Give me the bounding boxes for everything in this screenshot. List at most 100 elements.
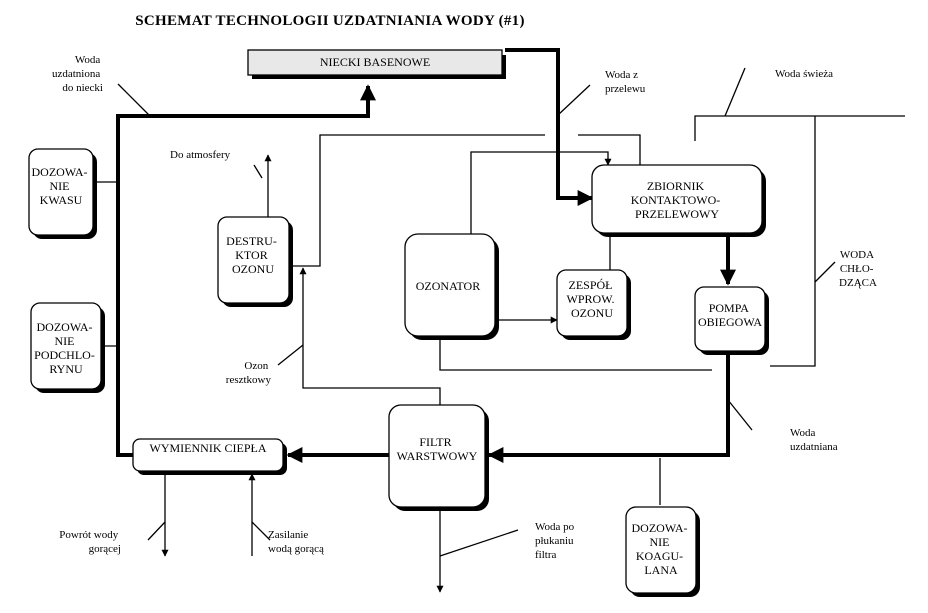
line-pump-to-filter [487,355,730,463]
svg-text:POMPA OBIEGOWA: POMPA OBIEGOWA [698,301,762,329]
box-ozonator-label: OZONATOR [416,279,480,293]
svg-text:Woda z przelewu: Woda z przelewu [605,69,646,95]
line-ozonator-top [470,151,545,234]
label-being-treated-1: Woda [790,427,816,439]
box-acid-line-2: NIE [50,179,70,193]
box-destructor-line-2: KTOR [235,248,267,262]
box-pump-line-1: POMPA [709,301,750,315]
label-hot-return-1: Powrót wody [59,529,118,541]
svg-text:DOZOWA- NIE PODCHL: DOZOWA- NIE PODCHLO- RYNU [34,320,98,376]
label-cooling-3: DZĄCA [839,277,877,289]
label-treated-water-1: Woda [75,54,101,66]
leader-fresh [724,67,746,117]
label-backwash-3: filtra [535,549,556,561]
label-hot-supply-1: Zasilanie [268,529,308,541]
label-cooling-2: CHŁO- [840,263,874,275]
leader-treated [117,83,151,117]
line-overflow [505,48,594,206]
label-overflow-2: przelewu [605,83,646,95]
box-injector-line-1: ZESPÓŁ [568,278,612,292]
label-hot-return-2: gorącej [89,543,121,555]
label-residual-ozone-1: Ozon [244,360,268,372]
label-residual-ozone-2: resztkowy [226,374,272,386]
line-top-1 [578,134,641,165]
label-cooling-1: WODA [840,249,874,261]
leader-ozone [277,344,304,366]
svg-text:Zasilanie wodą gorącą: Zasilanie wodą gorącą [268,529,324,555]
label-backwash-1: Woda po [535,521,575,533]
box-pools: NIECKI BASENOWE [247,49,506,79]
box-injector-line-3: OZONU [571,306,613,320]
leader-overflow [557,84,591,116]
box-tank-line-3: PRZELEWOWY [635,207,719,221]
line-fresh-water [694,115,905,141]
box-coag-line-1: DOZOWA- [632,521,688,535]
svg-text:ZESPÓŁ WPROW. OZON: ZESPÓŁ WPROW. OZONU [567,278,618,320]
box-tank-line-1: ZBIORNIK [647,179,705,193]
flow-lines [94,48,905,593]
diagram-title: SCHEMAT TECHNOLOGII UZDATNIANIA WODY (#1… [135,13,525,29]
svg-text:OZONATOR: OZONATOR [416,279,480,293]
svg-text:Woda uzdatniana: Woda uzdatniana [790,427,838,453]
box-heat-exchanger: WYMIENNIK CIEPŁA [132,438,287,475]
box-injector-line-2: WPROW. [567,292,615,306]
line-treated-to-pools [116,84,376,457]
label-overflow-1: Woda z [605,69,638,81]
box-ozonator: OZONATOR [404,233,499,340]
svg-text:DOZOWA- NIE KWASU: DOZOWA- NIE KWASU [32,165,91,207]
box-hypo-line-3: PODCHLO- [34,348,95,362]
line-cooling-water [770,116,816,367]
box-hypo-line-4: RYNU [49,362,83,376]
svg-text:Powrót wody gorącej: Powrót wody gorącej [59,529,121,555]
box-coag-line-3: KOAGU- [636,549,683,563]
leader-hot-supply [251,521,271,541]
svg-text:DOZOWA- NIE KOAGU-: DOZOWA- NIE KOAGU- LANA [632,521,691,577]
label-treated-water-2: uzdatniona [52,68,100,80]
svg-text:DESTRU- KTOR OZONU: DESTRU- KTOR OZONU [226,234,280,276]
flow-labels: Woda uzdatniona do niecki Woda z przelew… [52,54,877,561]
label-treated-water-3: do niecki [62,82,103,94]
box-exchanger-label: WYMIENNIK CIEPŁA [150,441,267,455]
box-coag-line-4: LANA [644,563,678,577]
line-top-2 [545,151,612,166]
leader-treated-2 [727,399,753,431]
box-hypo-line-2: NIE [55,334,75,348]
leader-backwash [439,529,519,557]
box-hypo-line-1: DOZOWA- [37,320,93,334]
box-hypochlorite-dosing: DOZOWA- NIE PODCHLO- RYNU [30,302,105,393]
box-tank-line-2: KONTAKTOWO- [631,193,720,207]
svg-text:NIECKI BASENOWE: NIECKI BASENOWE [320,55,430,69]
leader-hot-return [147,521,166,541]
svg-text:Woda uzdatniona do: Woda uzdatniona do niecki [52,54,103,94]
box-destructor-line-1: DESTRU- [226,234,277,248]
box-filter-line-1: FILTR [419,435,451,449]
svg-text:FILTR WARSTWOWY: FILTR WARSTWOWY [397,435,478,463]
label-fresh-water: Woda świeża [775,68,833,80]
line-return [439,340,712,371]
box-filter-line-2: WARSTWOWY [397,449,478,463]
label-backwash-2: płukaniu [535,535,574,547]
box-ozone-destructor: DESTRU- KTOR OZONU [217,216,293,307]
box-pump: POMPA OBIEGOWA [694,286,769,355]
box-coag-line-2: NIE [650,535,670,549]
box-coagulant-dosing: DOZOWA- NIE KOAGU- LANA [625,506,700,597]
box-pools-label: NIECKI BASENOWE [320,55,430,69]
box-acid-line-1: DOZOWA- [32,165,88,179]
svg-text:WODA CHŁO- DZĄCA: WODA CHŁO- DZĄCA [839,249,877,289]
svg-text:ZBIORNIK KONTAKTOWO-: ZBIORNIK KONTAKTOWO- PRZELEWOWY [631,179,723,221]
box-acid-dosing: DOZOWA- NIE KWASU [28,148,97,239]
svg-text:Woda po płukaniu f: Woda po płukaniu filtra [535,521,577,561]
box-ozone-injector: ZESPÓŁ WPROW. OZONU [556,269,631,340]
leader-cooling [814,261,836,283]
svg-text:WYMIENNIK CIEPŁA: WYMIENNIK CIEPŁA [150,441,267,455]
leader-atmosphere [253,164,263,179]
box-pump-line-2: OBIEGOWA [698,315,762,329]
svg-text:Ozon resztkowy: Ozon resztkowy [226,360,272,386]
line-residual-ozone [299,267,441,405]
label-to-atmosphere: Do atmosfery [170,149,231,161]
label-hot-supply-2: wodą gorącą [268,543,324,555]
line-destructor-out [293,134,545,267]
label-being-treated-2: uzdatniana [790,441,838,453]
